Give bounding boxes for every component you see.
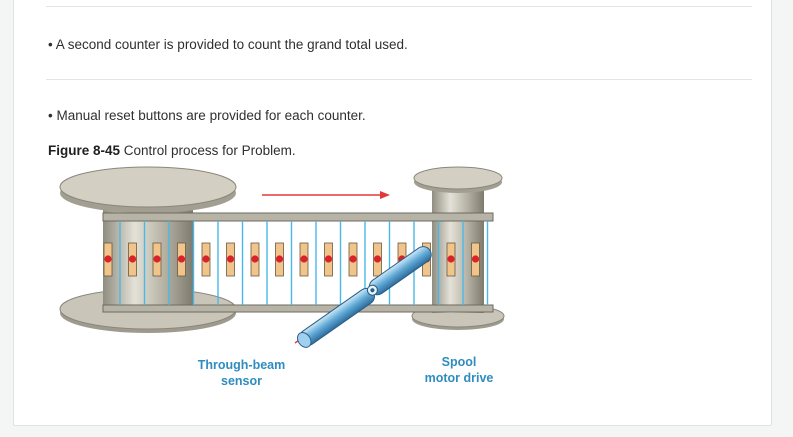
bullet-manual-reset: • Manual reset buttons are provided for … xyxy=(48,108,366,123)
sensor-label-line2: sensor xyxy=(221,374,262,388)
label-dot xyxy=(300,255,308,263)
through-beam-sensor-label: Through-beam sensor xyxy=(184,357,299,389)
label-dot xyxy=(349,255,357,263)
label-dot xyxy=(128,255,137,263)
label-dot xyxy=(373,255,382,263)
right-spool xyxy=(411,166,505,330)
sensor-label-line1: Through-beam xyxy=(197,358,286,372)
motor-label-line2: motor drive xyxy=(424,371,494,385)
figure-caption-text: Control process for Problem. xyxy=(120,143,296,158)
label-dot xyxy=(202,255,210,263)
through-beam-sensor xyxy=(294,246,432,348)
label-dot xyxy=(104,255,112,263)
divider-top xyxy=(46,6,752,7)
label-dot xyxy=(447,255,455,263)
label-dot xyxy=(177,255,186,263)
divider-middle xyxy=(46,79,752,80)
label-tape xyxy=(102,212,494,313)
label-dot xyxy=(471,255,480,263)
direction-arrow xyxy=(262,191,390,199)
label-dot xyxy=(275,255,284,263)
control-process-diagram xyxy=(59,166,505,348)
label-dot xyxy=(226,255,235,263)
spool-motor-drive-label: Spool motor drive xyxy=(409,354,509,386)
label-dot xyxy=(251,255,259,263)
label-dot xyxy=(324,255,333,263)
label-dot xyxy=(153,255,161,263)
bullet-grand-total: • A second counter is provided to count … xyxy=(48,37,408,52)
left-spool xyxy=(59,166,237,333)
figure-caption: Figure 8-45 Control process for Problem. xyxy=(48,143,296,158)
figure-number: Figure 8-45 xyxy=(48,143,121,158)
content-card: • A second counter is provided to count … xyxy=(13,0,772,426)
motor-label-line1: Spool xyxy=(441,355,477,369)
